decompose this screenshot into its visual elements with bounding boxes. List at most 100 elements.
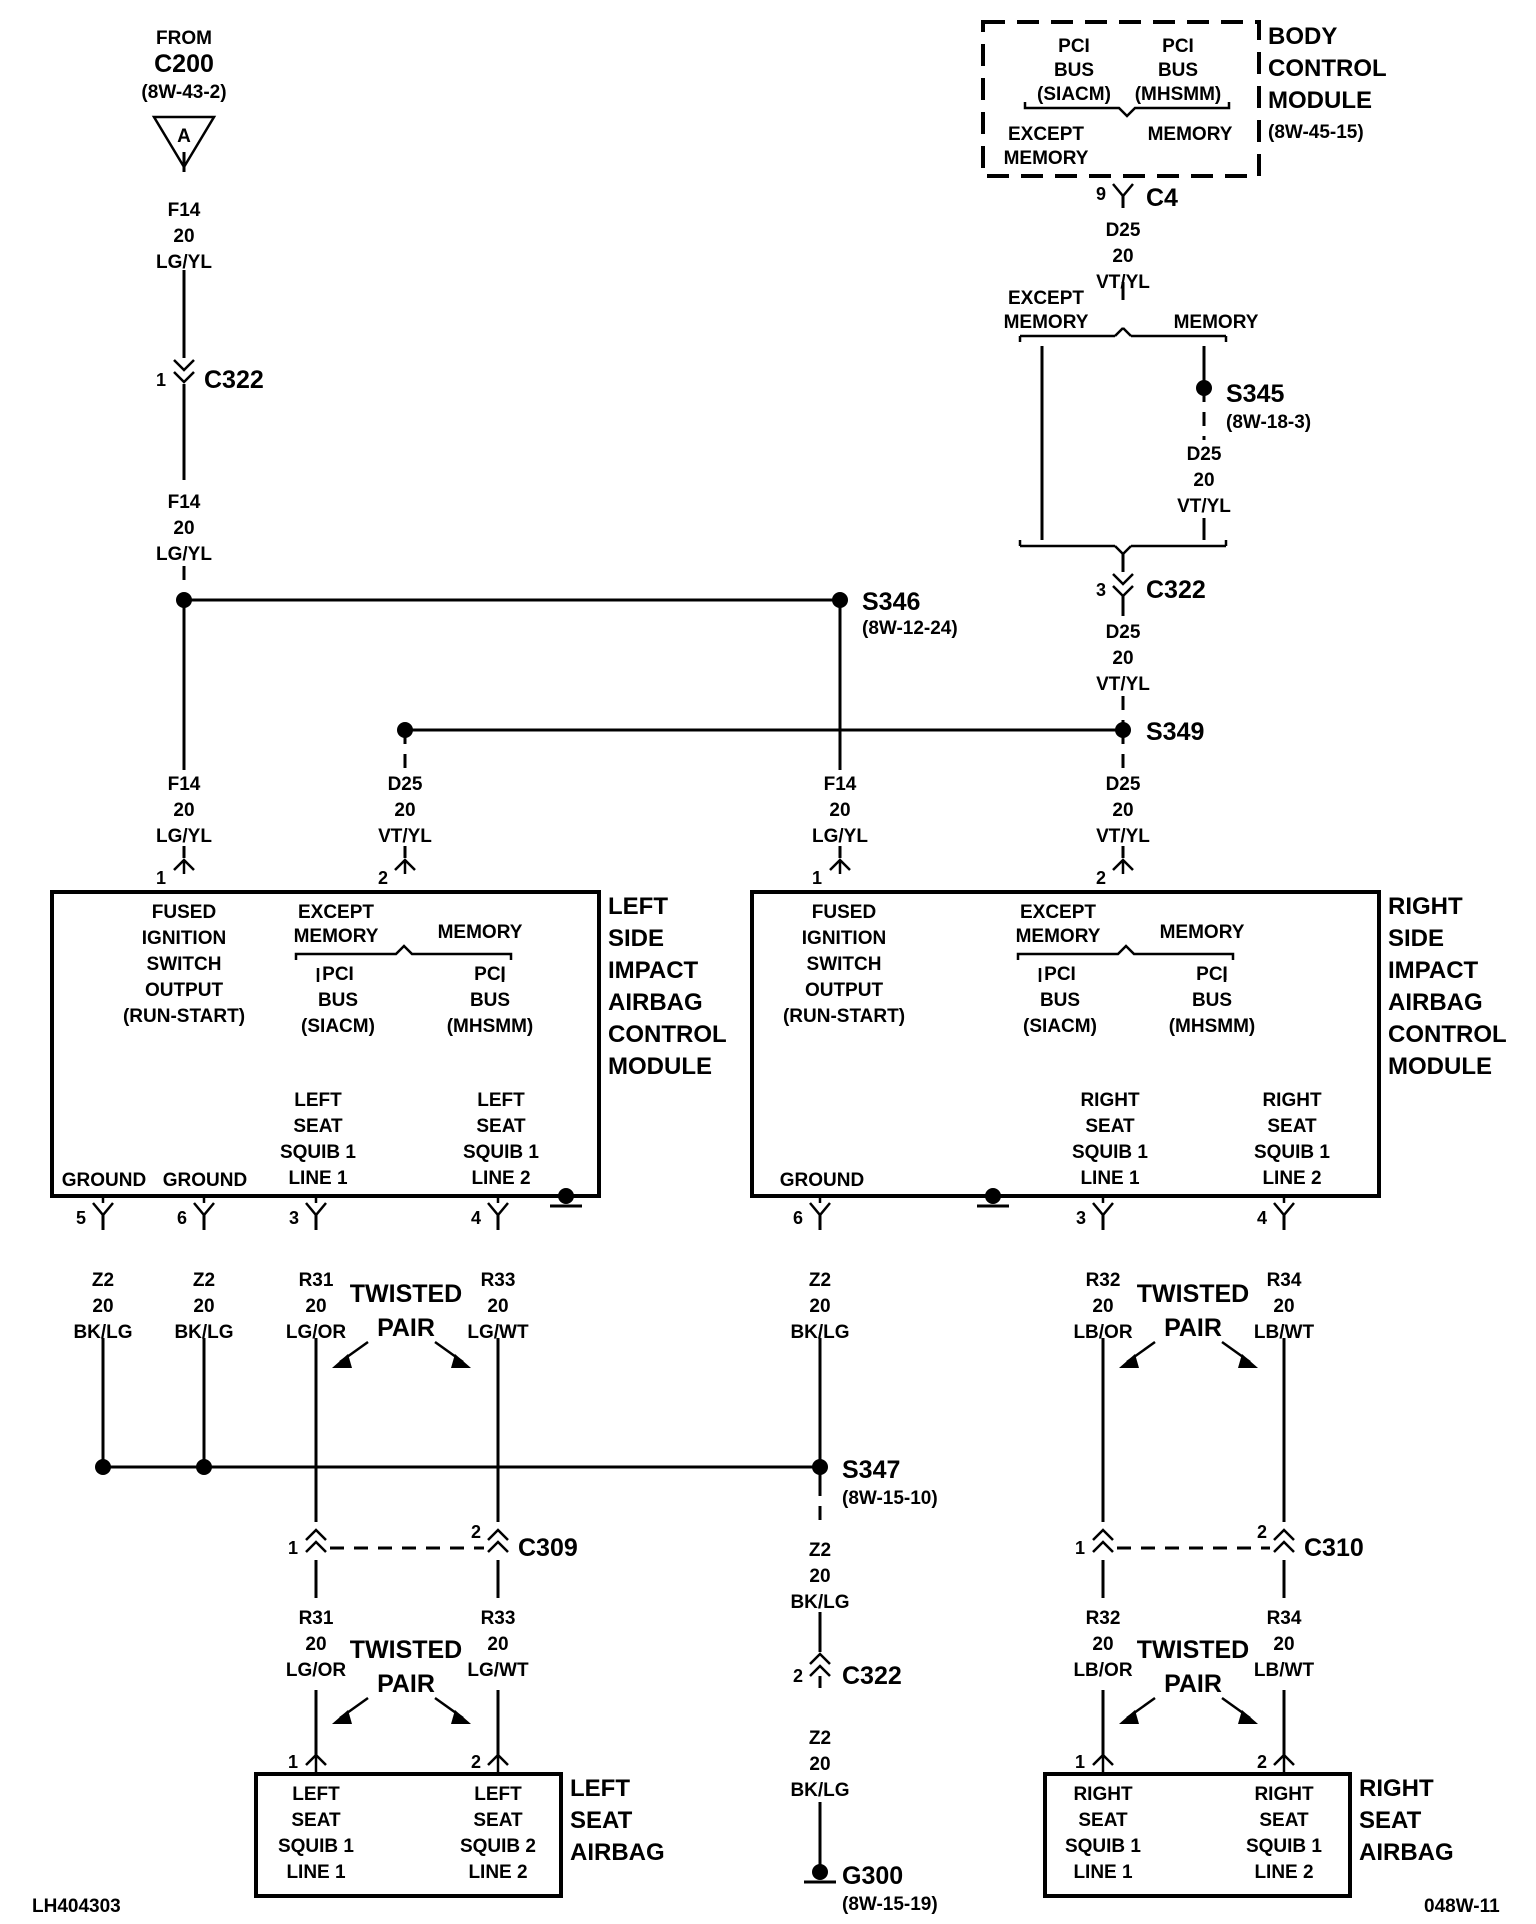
c200-ref: (8W-43-2): [141, 82, 226, 103]
wire-label: D25: [1106, 220, 1141, 241]
left-squib1: SQUIB 1: [280, 1142, 356, 1163]
left-module-title: SIDE: [608, 925, 664, 952]
bcm-pci-left: (SIACM): [1037, 84, 1111, 105]
left-pci-right: BUS: [470, 990, 510, 1011]
right-module-title: CONTROL: [1388, 1021, 1507, 1048]
right-seat-airbag-box: [1043, 1772, 1352, 1898]
body-control-module-box: [981, 20, 1261, 178]
s345-ref: (8W-18-3): [1226, 412, 1311, 433]
c322-connector-label: C322: [204, 366, 264, 394]
pin-number: 1: [812, 868, 822, 888]
s346-ref: (8W-12-24): [862, 618, 958, 639]
s345-splice-label: S345: [1226, 380, 1284, 408]
wire-label: BK/LG: [790, 1322, 849, 1343]
wire-label: Z2: [193, 1270, 215, 1291]
right-airbag-title: AIRBAG: [1359, 1839, 1454, 1866]
wire-label: R33: [481, 1608, 516, 1629]
twisted-pair-label: PAIR: [377, 1670, 435, 1698]
pin-number: 4: [1257, 1208, 1267, 1228]
wire-label: 20: [487, 1634, 508, 1655]
wire-label: D25: [1187, 444, 1222, 465]
right-fused: OUTPUT: [805, 980, 884, 1001]
pin-number: 4: [471, 1208, 481, 1228]
wire-label: R32: [1086, 1270, 1121, 1291]
right-pci-right: (MHSMM): [1169, 1016, 1256, 1037]
left-airbag-title: LEFT: [570, 1775, 630, 1802]
wire-label: 20: [809, 1296, 830, 1317]
right-module-title: RIGHT: [1388, 893, 1463, 920]
wire-label: Z2: [809, 1728, 831, 1749]
left-fused: OUTPUT: [145, 980, 224, 1001]
wire-label: BK/LG: [790, 1592, 849, 1613]
pin-number: 1: [288, 1538, 298, 1558]
right-fused: SWITCH: [807, 954, 882, 975]
pin-number: 6: [177, 1208, 187, 1228]
right-ground: GROUND: [780, 1170, 864, 1191]
branch-except: EXCEPT: [1008, 288, 1084, 309]
splice-dot-ground-5: [95, 1459, 111, 1475]
wire-label: 20: [829, 800, 850, 821]
wire-label: 20: [305, 1634, 326, 1655]
left-airbag-squib2: LEFT: [474, 1784, 522, 1805]
right-squib1: LINE 1: [1080, 1168, 1140, 1189]
wire-label: BK/LG: [790, 1780, 849, 1801]
wire-label: BK/LG: [174, 1322, 233, 1343]
right-memory: MEMORY: [1160, 922, 1245, 943]
splice-dot-s346: [832, 592, 848, 608]
wire-label: 20: [305, 1296, 326, 1317]
left-module-title: AIRBAG: [608, 989, 703, 1016]
wire-label: LG/WT: [467, 1322, 529, 1343]
left-squib1: LINE 1: [288, 1168, 348, 1189]
left-squib1: LEFT: [294, 1090, 342, 1111]
pin-number: 2: [1096, 868, 1106, 888]
right-squib1: SEAT: [1085, 1116, 1135, 1137]
right-squib2: SEAT: [1267, 1116, 1317, 1137]
left-pci-right: (MHSMM): [447, 1016, 534, 1037]
wire-label: LG/OR: [286, 1322, 346, 1343]
s347-ref: (8W-15-10): [842, 1488, 938, 1509]
bcm-pci-left: PCI: [1058, 36, 1090, 57]
right-airbag-squib1: RIGHT: [1073, 1784, 1133, 1805]
wire-label: VT/YL: [1096, 674, 1150, 695]
c4-connector-label: C4: [1146, 184, 1178, 212]
twisted-pair-label: TWISTED: [1137, 1280, 1250, 1308]
wire-label: VT/YL: [1096, 272, 1150, 293]
right-except: MEMORY: [1016, 926, 1101, 947]
right-airbag-squib2: RIGHT: [1254, 1784, 1314, 1805]
wire-label: R32: [1086, 1608, 1121, 1629]
wire-label: D25: [388, 774, 423, 795]
left-squib1: SEAT: [293, 1116, 343, 1137]
connector-symbols: [92, 115, 1295, 1774]
wire-label: D25: [1106, 622, 1141, 643]
c322-connector-label: C322: [1146, 576, 1206, 604]
twisted-pair-label: PAIR: [377, 1314, 435, 1342]
wire-label: R34: [1267, 1270, 1302, 1291]
wire-label: 20: [1273, 1634, 1294, 1655]
wire-label: 20: [1193, 470, 1214, 491]
splice-dot-f14: [176, 592, 192, 608]
wire-label: LB/WT: [1254, 1322, 1315, 1343]
left-pci-right: PCI: [474, 964, 506, 985]
pin-number: 9: [1096, 184, 1106, 204]
branch-except: MEMORY: [1004, 312, 1089, 333]
left-memory: MEMORY: [438, 922, 523, 943]
wire-label: F14: [824, 774, 857, 795]
right-pci-left: BUS: [1040, 990, 1080, 1011]
left-airbag-squib1: SQUIB 1: [278, 1836, 354, 1857]
pin-number: 5: [76, 1208, 86, 1228]
bcm-pci-left: BUS: [1054, 60, 1094, 81]
pin-number: 2: [793, 1666, 803, 1686]
twisted-pair-label: PAIR: [1164, 1314, 1222, 1342]
wire-label: 20: [173, 518, 194, 539]
c200-connector-label: C200: [154, 50, 214, 78]
pin-number: 2: [471, 1752, 481, 1772]
left-fused: FUSED: [152, 902, 216, 923]
splice-dot-s347: [812, 1459, 828, 1475]
twisted-pair-label: TWISTED: [350, 1280, 463, 1308]
wire-label: 20: [173, 226, 194, 247]
right-fused: IGNITION: [802, 928, 886, 949]
left-module-title: IMPACT: [608, 957, 699, 984]
wire-label: R33: [481, 1270, 516, 1291]
wire-label: 20: [809, 1754, 830, 1775]
